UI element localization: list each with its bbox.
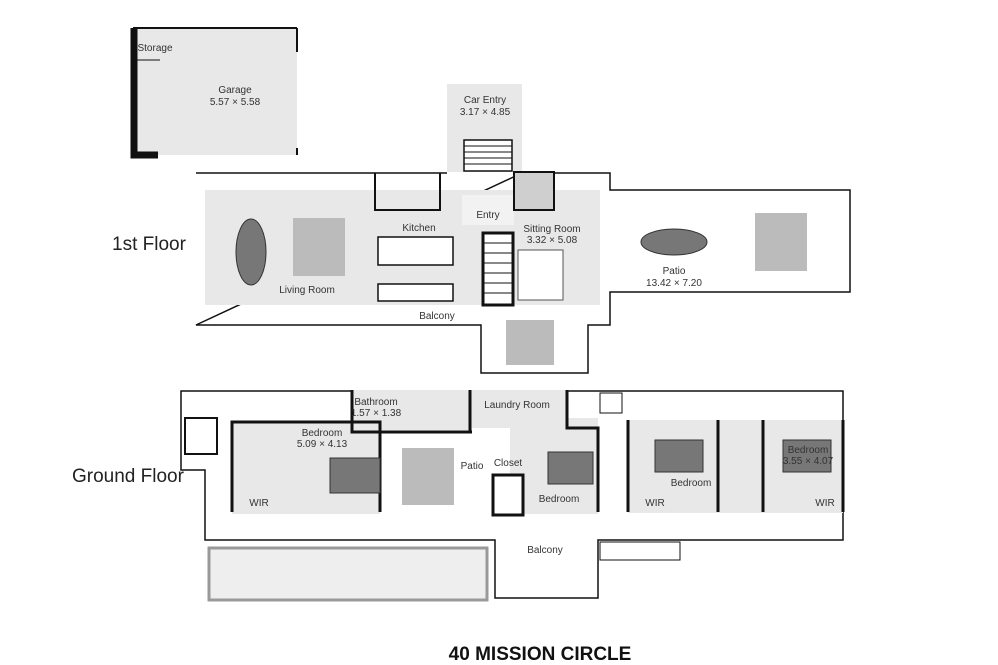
bathroom-label: Bathroom — [354, 397, 397, 408]
balcony-label: Balcony — [419, 311, 455, 322]
storage-label: Storage — [137, 43, 172, 54]
wir3-label: WIR — [815, 498, 834, 509]
entry-label: Entry — [476, 210, 499, 221]
laundry-label: Laundry Room — [484, 400, 550, 411]
garage-dim: 5.57 × 5.58 — [210, 97, 261, 108]
bedroom4-label: Bedroom — [788, 445, 829, 456]
ground-floor-label: Ground Floor — [72, 466, 185, 487]
wir1-label: WIR — [249, 498, 268, 509]
garage-label: Garage — [218, 85, 252, 96]
balcony-ground-label: Balcony — [527, 545, 563, 556]
bedroom3-label: Bedroom — [671, 478, 712, 489]
bathroom-dim: 1.57 × 1.38 — [351, 408, 402, 419]
first-floor-label: 1st Floor — [112, 234, 187, 255]
sitting-room-dim: 3.32 × 5.08 — [527, 235, 578, 246]
car-entry-label: Car Entry — [464, 95, 506, 106]
bedroom2-label: Bedroom — [539, 494, 580, 505]
bedroom1-label: Bedroom — [302, 428, 343, 439]
patio-label: Patio — [663, 266, 686, 277]
kitchen-label: Kitchen — [402, 223, 435, 234]
car-entry: Car Entry 3.17 × 4.85 — [447, 84, 522, 172]
living-room-label: Living Room — [279, 285, 335, 296]
patio-ground-label: Patio — [461, 461, 484, 472]
page-title: 40 MISSION CIRCLE — [449, 644, 632, 665]
garage: Storage Garage 5.57 × 5.58 — [130, 27, 298, 159]
car-entry-dim: 3.17 × 4.85 — [460, 107, 511, 118]
pool — [207, 546, 489, 602]
patio-dim: 13.42 × 7.20 — [646, 278, 702, 289]
first-floor: Kitchen Entry Sitting Room 3.32 × 5.08 L… — [195, 171, 851, 374]
sitting-room-label: Sitting Room — [523, 224, 580, 235]
closet-label: Closet — [494, 458, 523, 469]
ground-floor: Bathroom 1.57 × 1.38 Laundry Room Bedroo… — [180, 390, 845, 602]
bedroom1-dim: 5.09 × 4.13 — [297, 439, 348, 450]
bedroom4-dim: 3.55 × 4.07 — [783, 456, 834, 467]
wir2-label: WIR — [645, 498, 664, 509]
